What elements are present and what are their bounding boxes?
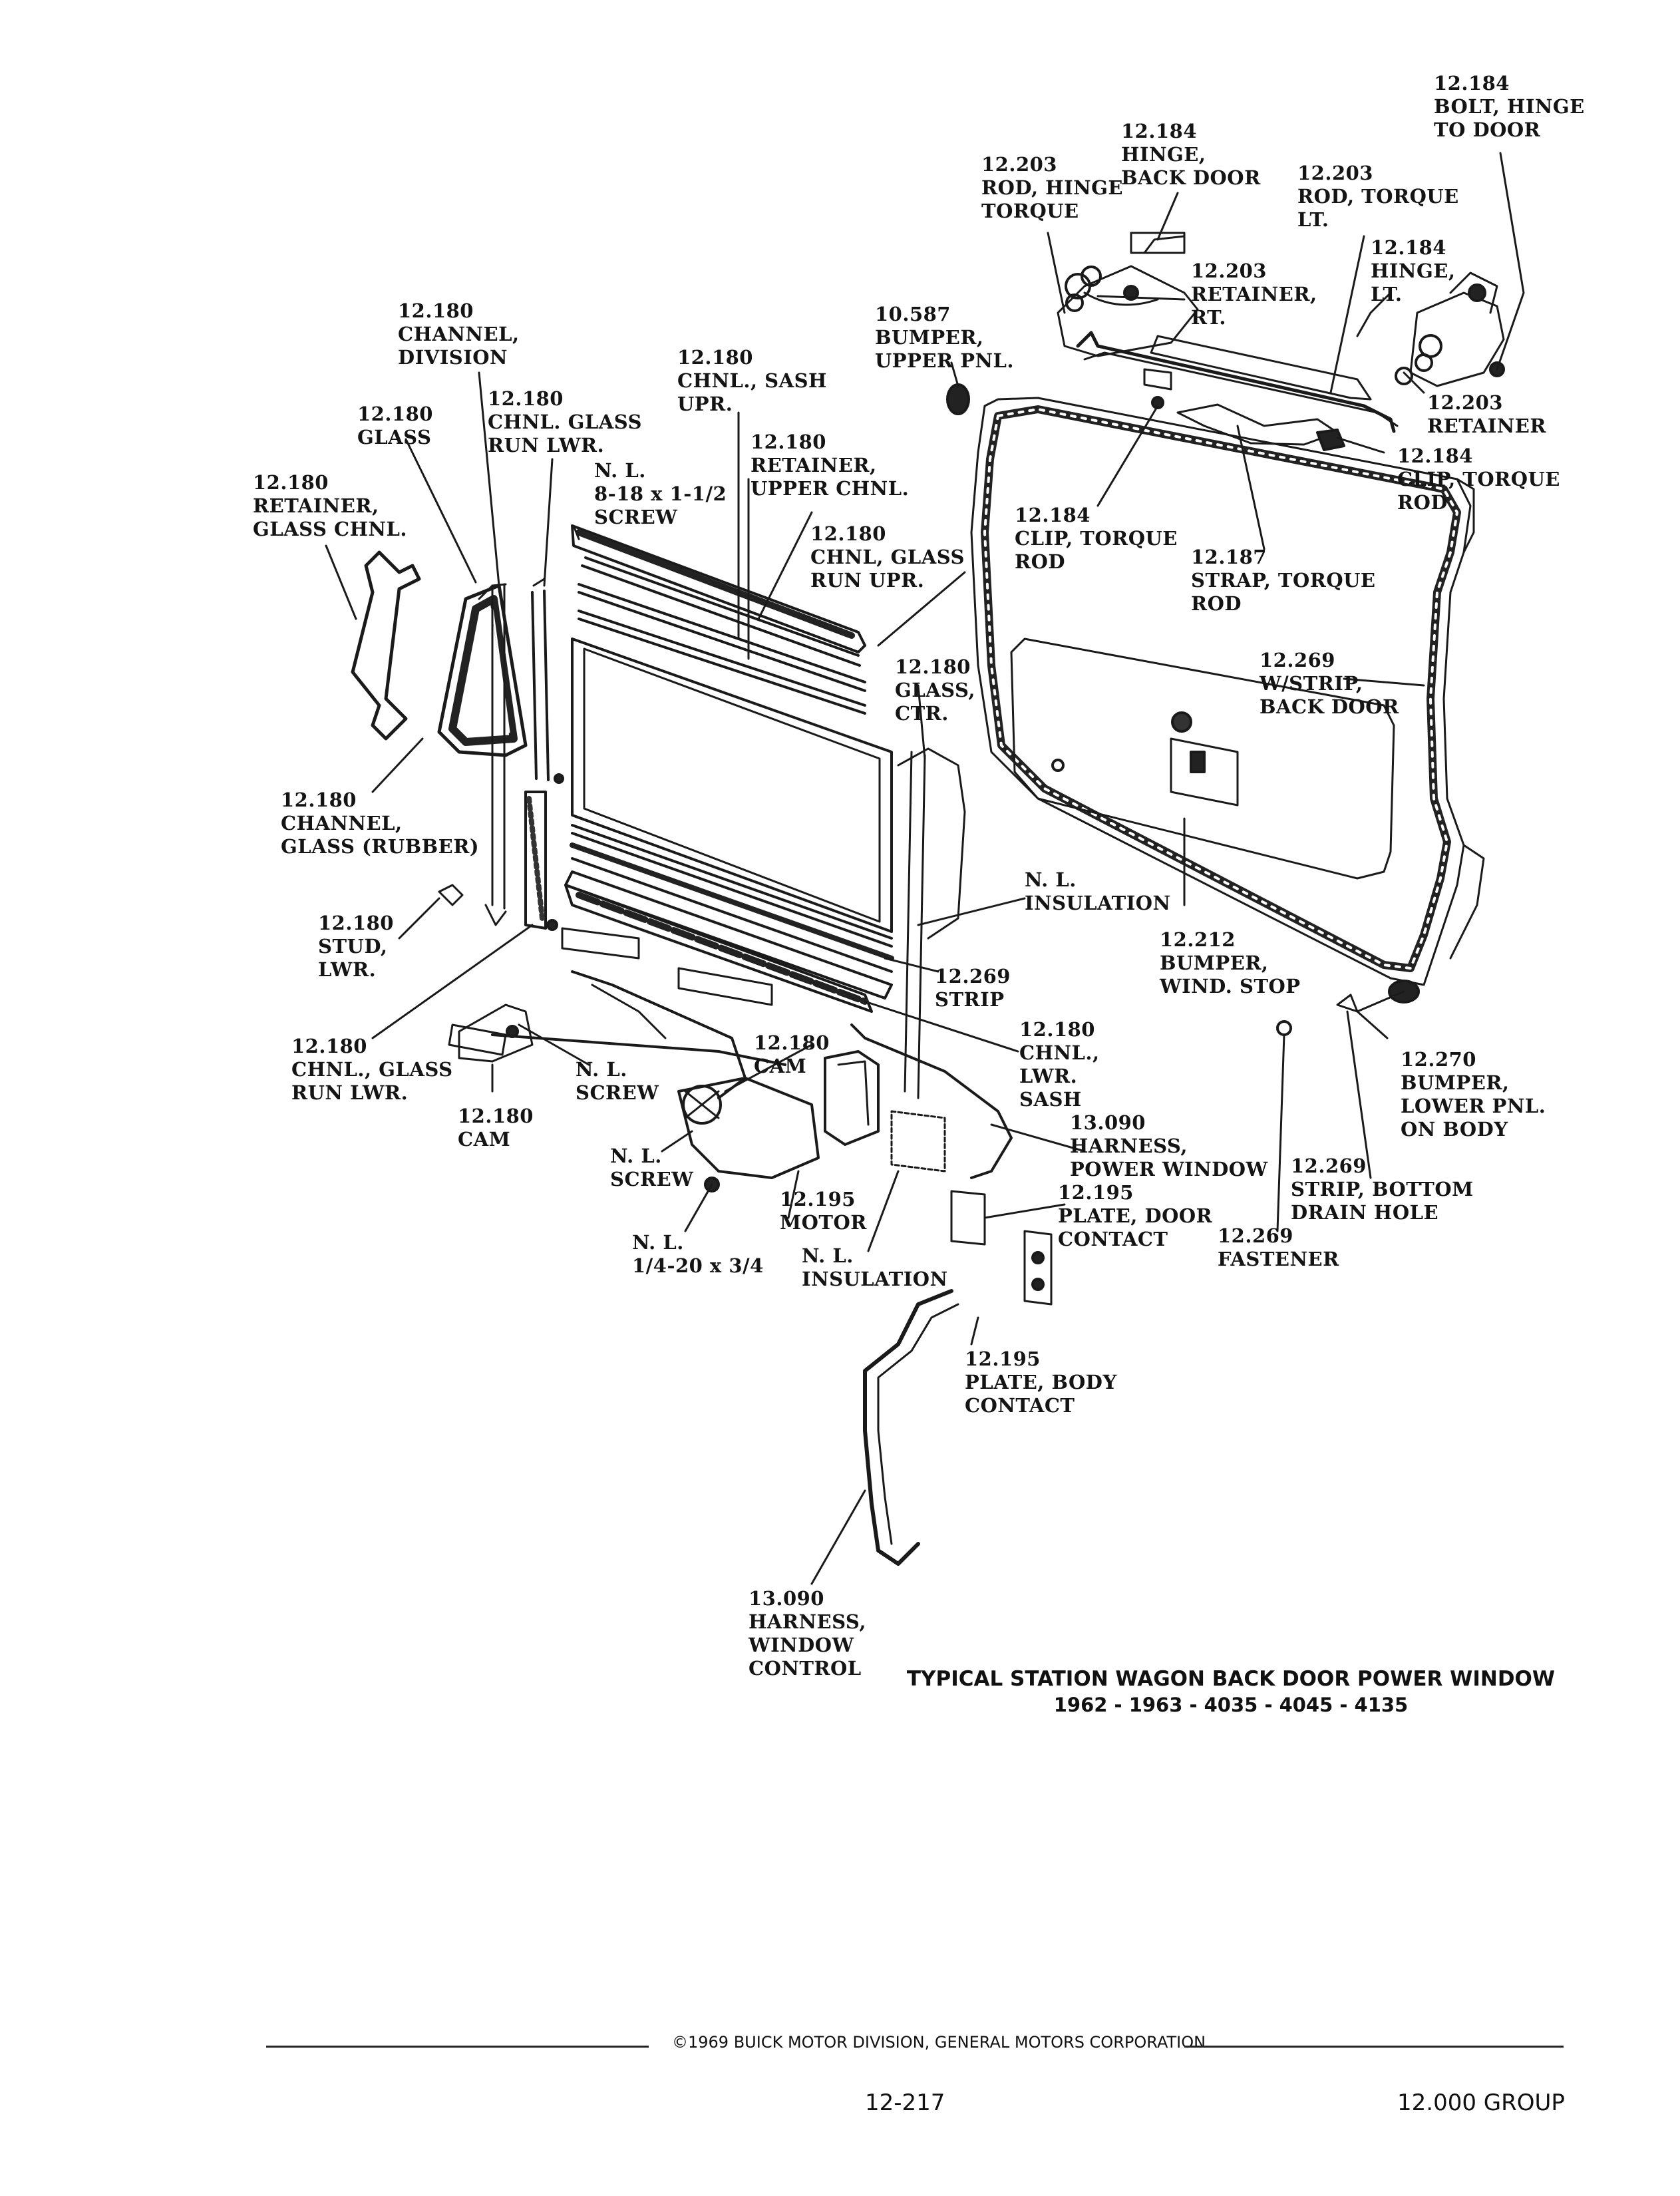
- label-retainer-rt: 12.203 RETAINER, RT.: [1191, 260, 1317, 329]
- label-strip-bottom-drain: 12.269 STRIP, BOTTOM DRAIN HOLE: [1291, 1155, 1474, 1224]
- label-cam-center: 12.180 CAM: [754, 1031, 830, 1077]
- label-insulation-upper: N. L. INSULATION: [1025, 868, 1171, 914]
- label-wstrip-back-door: 12.269 W/STRIP, BACK DOOR: [1260, 649, 1399, 718]
- label-rod-hinge-torque: 12.203 ROD, HINGE TORQUE: [981, 153, 1124, 222]
- page-number: 12-217: [865, 2090, 945, 2116]
- label-motor: 12.195 MOTOR: [780, 1188, 867, 1234]
- label-screw-8-18: N. L. 8-18 x 1-1/2 SCREW: [594, 459, 727, 528]
- label-glass-180: 12.180 GLASS: [357, 403, 433, 449]
- footer-rule-right: [1184, 2046, 1564, 2048]
- label-harness-power-window: 13.090 HARNESS, POWER WINDOW: [1070, 1111, 1268, 1181]
- label-insulation-lower: N. L. INSULATION: [802, 1244, 948, 1290]
- label-screw-nl-left: N. L. SCREW: [576, 1058, 659, 1104]
- label-chnl-sash-upr: 12.180 CHNL., SASH UPR.: [677, 346, 827, 415]
- label-glass-ctr: 12.180 GLASS, CTR.: [895, 655, 975, 725]
- label-retainer-203: 12.203 RETAINER: [1427, 391, 1546, 437]
- label-bolt-hinge-to-door: 12.184 BOLT, HINGE TO DOOR: [1434, 72, 1585, 141]
- label-chnl-glass-run-lwr-top: 12.180 CHNL. GLASS RUN LWR.: [488, 387, 642, 457]
- diagram-caption-title: TYPICAL STATION WAGON BACK DOOR POWER WI…: [906, 1667, 1556, 1691]
- label-harness-window-control: 13.090 HARNESS, WINDOW CONTROL: [749, 1587, 866, 1680]
- glass-and-channels: [351, 524, 966, 1099]
- label-plate-door-contact: 12.195 PLATE, DOOR CONTACT: [1058, 1181, 1213, 1250]
- label-clip-torque-rod-right: 12.184 CLIP, TORQUE ROD: [1397, 445, 1560, 514]
- diagram-caption-models: 1962 - 1963 - 4035 - 4045 - 4135: [1053, 1694, 1409, 1716]
- label-chnl-lwr-sash: 12.180 CHNL., LWR. SASH: [1019, 1018, 1100, 1111]
- label-strip-269: 12.269 STRIP: [935, 965, 1011, 1011]
- label-plate-body-contact: 12.195 PLATE, BODY CONTACT: [965, 1348, 1117, 1417]
- label-fastener: 12.269 FASTENER: [1218, 1224, 1339, 1270]
- label-clip-torque-rod-center: 12.184 CLIP, TORQUE ROD: [1015, 504, 1178, 573]
- label-rod-torque-lt: 12.203 ROD, TORQUE LT.: [1297, 162, 1459, 231]
- footer-copyright: ©1969 BUICK MOTOR DIVISION, GENERAL MOTO…: [672, 2033, 1206, 2052]
- label-bumper-wind-stop: 12.212 BUMPER, WIND. STOP: [1160, 928, 1301, 998]
- label-strap-torque-rod: 12.187 STRAP, TORQUE ROD: [1191, 546, 1376, 615]
- label-hinge-lt: 12.184 HINGE, LT.: [1371, 236, 1456, 305]
- label-cam-left: 12.180 CAM: [458, 1105, 534, 1151]
- leader-lines: [325, 152, 1525, 1585]
- label-retainer-glass-chnl: 12.180 RETAINER, GLASS CHNL.: [253, 471, 407, 540]
- label-channel-glass-rubber: 12.180 CHANNEL, GLASS (RUBBER): [281, 789, 480, 858]
- back-door-panel: [970, 397, 1485, 986]
- label-hinge-back-door: 12.184 HINGE, BACK DOOR: [1121, 120, 1261, 189]
- group-label: 12.000 GROUP: [1397, 2090, 1565, 2116]
- label-screw-quarter: N. L. 1/4-20 x 3/4: [632, 1231, 764, 1277]
- label-stud-lwr: 12.180 STUD, LWR.: [318, 912, 394, 981]
- footer-rule-left: [266, 2046, 649, 2048]
- label-bumper-upper-pnl: 10.587 BUMPER, UPPER PNL.: [875, 303, 1015, 372]
- label-screw-nl-center: N. L. SCREW: [610, 1145, 694, 1190]
- label-channel-division: 12.180 CHANNEL, DIVISION: [398, 299, 520, 369]
- label-chnl-glass-run-upr: 12.180 CHNL, GLASS RUN UPR.: [810, 522, 965, 592]
- label-chnl-glass-run-lwr-bottom: 12.180 CHNL., GLASS RUN LWR.: [291, 1035, 453, 1104]
- label-bumper-lower-pnl: 12.270 BUMPER, LOWER PNL. ON BODY: [1401, 1048, 1546, 1141]
- label-retainer-upper-chnl: 12.180 RETAINER, UPPER CHNL.: [751, 431, 910, 500]
